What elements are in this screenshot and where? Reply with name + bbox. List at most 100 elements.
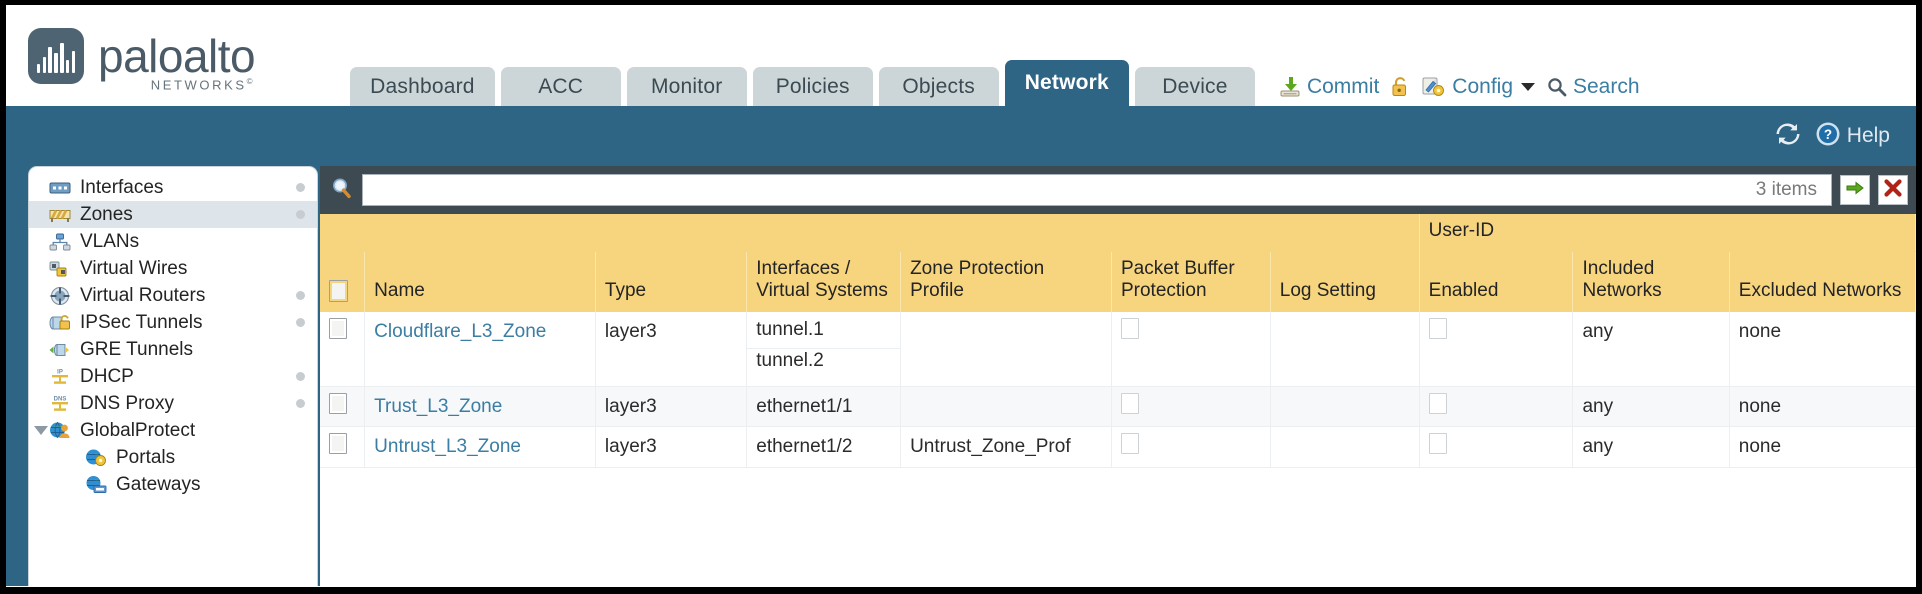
sidebar-item-vlans[interactable]: VLANs <box>29 228 317 255</box>
table-row[interactable]: Cloudflare_L3_Zone layer3 tunnel.1 tunne… <box>320 311 1916 387</box>
column-header-interfaces[interactable]: Interfaces / Virtual Systems <box>746 251 902 312</box>
virtual-routers-icon <box>49 286 71 305</box>
status-dot <box>296 399 305 408</box>
packet-buffer-protection-checkbox[interactable] <box>1120 392 1139 414</box>
column-header-excluded-networks[interactable]: Excluded Networks <box>1729 251 1916 312</box>
sidebar-item-portals[interactable]: Portals <box>29 444 317 471</box>
userid-enabled-checkbox[interactable] <box>1428 433 1447 455</box>
cell-log-setting <box>1270 311 1420 387</box>
column-header-log-setting[interactable]: Log Setting <box>1270 251 1420 312</box>
lock-button[interactable] <box>1391 76 1410 98</box>
virtual-wires-icon <box>49 259 71 278</box>
column-header-type[interactable]: Type <box>595 251 748 312</box>
select-all-checkbox[interactable] <box>329 280 348 303</box>
cell-userid-enabled <box>1419 426 1574 468</box>
sidebar-item-zones[interactable]: Zones <box>29 201 317 228</box>
sub-header-bar: ? Help <box>6 106 1916 166</box>
sidebar-item-label: Virtual Wires <box>80 257 188 279</box>
tab-monitor[interactable]: Monitor <box>626 67 747 106</box>
brand-name: paloalto <box>98 30 256 82</box>
sidebar-item-gre-tunnels[interactable]: GRE Tunnels <box>29 336 317 363</box>
tab-acc[interactable]: ACC <box>500 67 621 106</box>
sidebar-item-globalprotect[interactable]: GlobalProtect <box>29 417 317 444</box>
header-actions: Commit <box>1279 75 1640 99</box>
sidebar-item-label: VLANs <box>80 230 140 252</box>
interfaces-icon <box>49 178 71 197</box>
status-dot <box>296 318 305 327</box>
status-dot <box>296 210 305 219</box>
zones-table-scroll[interactable]: User-ID Name Type Interfaces / Virtual S… <box>320 214 1916 586</box>
zone-name-link[interactable]: Untrust_L3_Zone <box>374 436 521 458</box>
tab-network[interactable]: Network <box>1004 60 1129 106</box>
sidebar-item-dhcp[interactable]: IP DHCP <box>29 363 317 390</box>
zones-table: User-ID Name Type Interfaces / Virtual S… <box>320 214 1916 468</box>
row-checkbox[interactable] <box>329 433 347 455</box>
config-label: Config <box>1452 75 1513 98</box>
column-header-packet-buffer-protection[interactable]: Packet Buffer Protection <box>1111 251 1271 312</box>
column-header-included-networks[interactable]: Included Networks <box>1572 251 1730 312</box>
sidebar-item-dns-proxy[interactable]: DNS DNS Proxy <box>29 390 317 417</box>
sidebar-item-label: GlobalProtect <box>80 419 196 441</box>
tab-policies[interactable]: Policies <box>752 67 873 106</box>
search-input[interactable] <box>373 179 1756 201</box>
help-button[interactable]: ? Help <box>1815 121 1890 152</box>
sidebar-item-gateways[interactable]: Gateways <box>29 471 317 498</box>
packet-buffer-protection-checkbox[interactable] <box>1120 433 1139 455</box>
packet-buffer-protection-checkbox[interactable] <box>1120 317 1139 339</box>
cell-interfaces: ethernet1/2 <box>746 426 902 468</box>
table-row[interactable]: Trust_L3_Zone layer3 ethernet1/1 <box>320 386 1916 428</box>
column-header-zone-protection-profile[interactable]: Zone Protection Profile <box>900 251 1112 312</box>
search-button[interactable]: Search <box>1547 75 1640 99</box>
sidebar-item-virtual-wires[interactable]: Virtual Wires <box>29 255 317 282</box>
help-icon: ? <box>1815 121 1841 152</box>
userid-enabled-checkbox[interactable] <box>1428 317 1447 339</box>
table-row[interactable]: Untrust_L3_Zone layer3 ethernet1/2 Untru… <box>320 426 1916 468</box>
cell-included-networks: any <box>1572 386 1730 428</box>
sidebar-item-virtual-routers[interactable]: Virtual Routers <box>29 282 317 309</box>
interface-entry: tunnel.1 <box>747 312 901 350</box>
config-button[interactable]: Config <box>1422 75 1535 99</box>
lock-icon <box>1391 76 1410 98</box>
cell-interfaces: tunnel.1 tunnel.2 <box>746 311 902 387</box>
brand-logo: paloalto NETWORKS© <box>28 28 256 92</box>
refresh-icon[interactable] <box>1775 122 1801 151</box>
userid-enabled-checkbox[interactable] <box>1428 392 1447 414</box>
cell-type: layer3 <box>595 386 748 428</box>
row-checkbox[interactable] <box>329 317 347 339</box>
apply-filter-button[interactable] <box>1840 175 1870 205</box>
tab-device[interactable]: Device <box>1134 67 1255 106</box>
zone-name-link[interactable]: Cloudflare_L3_Zone <box>374 320 547 342</box>
cell-excluded-networks: none <box>1729 426 1916 468</box>
cell-packet-buffer-protection <box>1111 386 1271 428</box>
top-header: paloalto NETWORKS© Dashboard ACC Monitor… <box>6 5 1916 106</box>
sidebar-item-interfaces[interactable]: Interfaces <box>29 174 317 201</box>
commit-icon <box>1279 76 1301 98</box>
row-select-cell <box>320 386 366 428</box>
chevron-down-icon[interactable] <box>1521 83 1535 91</box>
column-header-userid-enabled[interactable]: Enabled <box>1419 251 1574 312</box>
commit-button[interactable]: Commit <box>1279 75 1379 99</box>
filter-input-wrap[interactable]: 3 items <box>362 174 1832 206</box>
tab-dashboard[interactable]: Dashboard <box>350 67 495 106</box>
tab-objects[interactable]: Objects <box>878 67 999 106</box>
sidebar-item-label: IPSec Tunnels <box>80 311 203 333</box>
sidebar-item-ipsec-tunnels[interactable]: IPSec Tunnels <box>29 309 317 336</box>
row-checkbox[interactable] <box>329 392 347 414</box>
status-dot <box>296 183 305 192</box>
brand-tagline: NETWORKS© <box>150 77 256 93</box>
cell-zone-protection-profile <box>900 311 1112 387</box>
sidebar-item-label: DNS Proxy <box>80 392 174 414</box>
expander-triangle-icon[interactable] <box>34 425 48 435</box>
green-arrow-icon <box>1845 179 1865 202</box>
cell-userid-enabled <box>1419 386 1574 428</box>
zone-name-link[interactable]: Trust_L3_Zone <box>374 395 503 417</box>
cell-zone-protection-profile: Untrust_Zone_Prof <box>900 426 1112 468</box>
globalprotect-icon <box>49 421 71 440</box>
sidebar-item-label: Interfaces <box>80 176 164 198</box>
clear-filter-button[interactable] <box>1878 175 1908 205</box>
main-body: Interfaces Zones <box>6 166 1916 586</box>
column-header-name[interactable]: Name <box>364 251 596 312</box>
cell-zone-protection-profile <box>900 386 1112 428</box>
cell-excluded-networks: none <box>1729 386 1916 428</box>
